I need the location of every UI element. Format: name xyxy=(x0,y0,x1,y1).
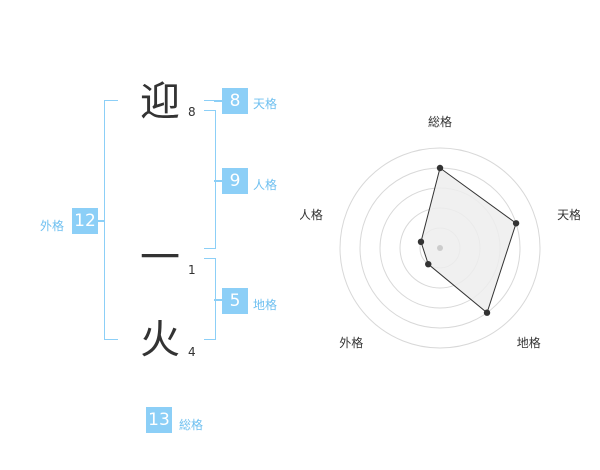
gaikaku-connector xyxy=(96,220,104,222)
tenkaku-connector xyxy=(214,100,222,102)
name-char-3: 火 xyxy=(140,317,180,363)
radar-axis-label-5: 人格 xyxy=(300,207,323,222)
gaikaku-bracket xyxy=(104,100,118,340)
radar-axis-label-2: 天格 xyxy=(557,207,580,222)
radar-axis-label-4: 外格 xyxy=(339,335,363,350)
stroke-count-3: 4 xyxy=(188,345,196,359)
gaikaku-label: 外格 xyxy=(40,219,65,233)
jinkaku-connector xyxy=(214,180,222,182)
radar-area xyxy=(420,167,517,314)
radar-center-dot xyxy=(437,245,443,251)
radar-point-4 xyxy=(425,260,432,268)
chikaku-label: 地格 xyxy=(253,298,278,312)
radar-point-3 xyxy=(483,309,491,316)
jinkaku-label: 人格 xyxy=(253,178,278,192)
name-char-2: 一 xyxy=(140,235,180,281)
radar-axis-label-3: 地格 xyxy=(517,335,541,350)
chikaku-badge: 5 xyxy=(222,288,248,314)
chikaku-connector xyxy=(214,299,222,301)
stroke-count-2: 1 xyxy=(188,263,196,277)
jinkaku-bracket xyxy=(204,110,216,249)
jinkaku-badge: 9 xyxy=(222,168,248,194)
radar-ring-5 xyxy=(339,147,541,349)
radar-axis-label-1: 総格 xyxy=(428,114,452,129)
radar-point-1 xyxy=(436,164,444,172)
stroke-count-1: 8 xyxy=(188,105,196,119)
tenkaku-label: 天格 xyxy=(253,97,278,111)
tenkaku-badge: 8 xyxy=(222,88,248,114)
radar-point-5 xyxy=(417,238,425,246)
gaikaku-badge: 12 xyxy=(72,208,98,234)
soukaku-badge: 13 xyxy=(146,407,172,433)
name-char-1: 迎 xyxy=(140,79,180,125)
radar-point-2 xyxy=(512,220,520,227)
soukaku-label: 総格 xyxy=(179,418,204,432)
